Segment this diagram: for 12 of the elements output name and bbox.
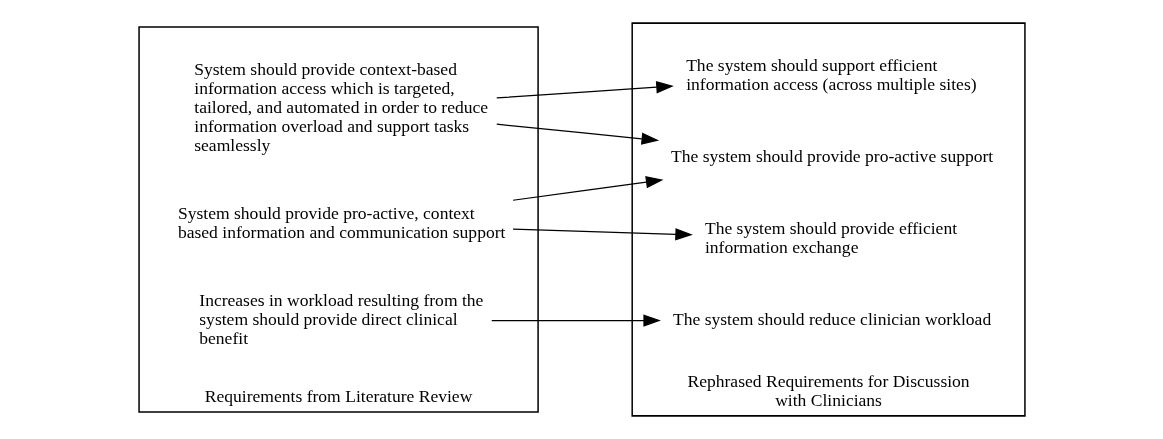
arrow (511, 176, 663, 201)
arrow (490, 314, 661, 327)
node-text: The system should provide pro-active support (670, 146, 993, 167)
arrow (495, 123, 659, 145)
node-text: The system should reduce clinician workload (672, 309, 991, 330)
node-text: The system should support efficient information access (across multiple sites) (685, 55, 977, 94)
node-text: System should provide pro-active, context based information and communication support (177, 203, 505, 242)
arrow (495, 81, 674, 99)
node-text: The system should provide efficient information exchange (704, 218, 957, 257)
node-text: Increases in workload resulting from the system should provide direct clinical benefit (198, 290, 483, 348)
arrow (511, 228, 693, 241)
node-text: System should provide context-based information access which is targeted, tailored, and automated in order to reduce information overload and support tasks seamlessly (193, 59, 488, 155)
